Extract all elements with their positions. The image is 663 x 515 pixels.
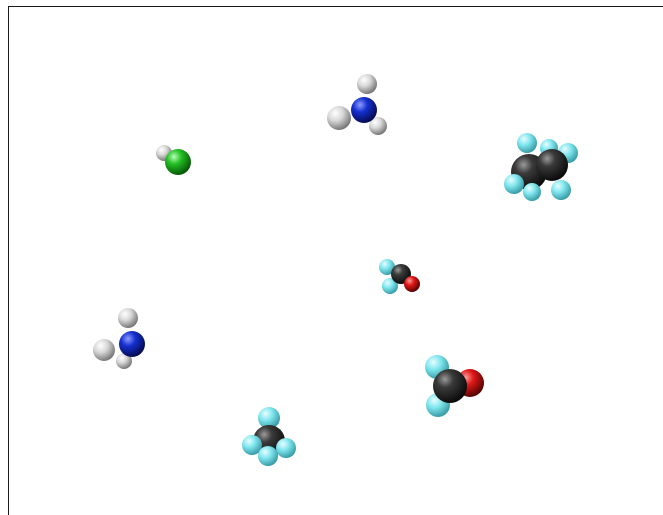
formaldehyde-small-oxygen-atom: [404, 276, 420, 292]
hcl-molecule: [156, 145, 191, 175]
frame-left-border: [8, 6, 9, 515]
formaldehyde-small-hydrogen-atom: [379, 259, 395, 275]
formaldehyde-large-molecule: [425, 355, 484, 417]
ethane-hydrogen-atom: [523, 183, 541, 201]
ethane-molecule: [504, 133, 578, 201]
formaldehyde-large-carbon-atom: [433, 369, 467, 403]
methane-hydrogen-atom: [258, 407, 280, 429]
ammonia-top-hydrogen-atom: [357, 74, 377, 94]
ammonia-left-hydrogen-atom: [116, 353, 132, 369]
ethane-hydrogen-atom: [551, 180, 571, 200]
ammonia-top-nitrogen-atom: [351, 97, 377, 123]
methane-hydrogen-atom: [276, 438, 296, 458]
methane-hydrogen-atom: [242, 435, 262, 455]
ammonia-left-molecule: [93, 308, 145, 369]
ammonia-top-molecule: [327, 74, 387, 135]
ammonia-top-hydrogen-atom: [369, 117, 387, 135]
ethane-hydrogen-atom: [517, 133, 537, 153]
ethane-carbon-atom: [536, 149, 568, 181]
methane-molecule: [242, 407, 296, 466]
ethane-hydrogen-atom: [504, 174, 524, 194]
formaldehyde-small-molecule: [379, 259, 420, 294]
formaldehyde-small-hydrogen-atom: [382, 278, 398, 294]
ammonia-left-nitrogen-atom: [119, 331, 145, 357]
methane-hydrogen-atom: [258, 446, 278, 466]
ammonia-top-hydrogen-atom: [327, 106, 351, 130]
ammonia-left-hydrogen-atom: [118, 308, 138, 328]
frame-top-border: [8, 6, 663, 7]
ammonia-left-hydrogen-atom: [93, 339, 115, 361]
hcl-chlorine-atom: [165, 149, 191, 175]
